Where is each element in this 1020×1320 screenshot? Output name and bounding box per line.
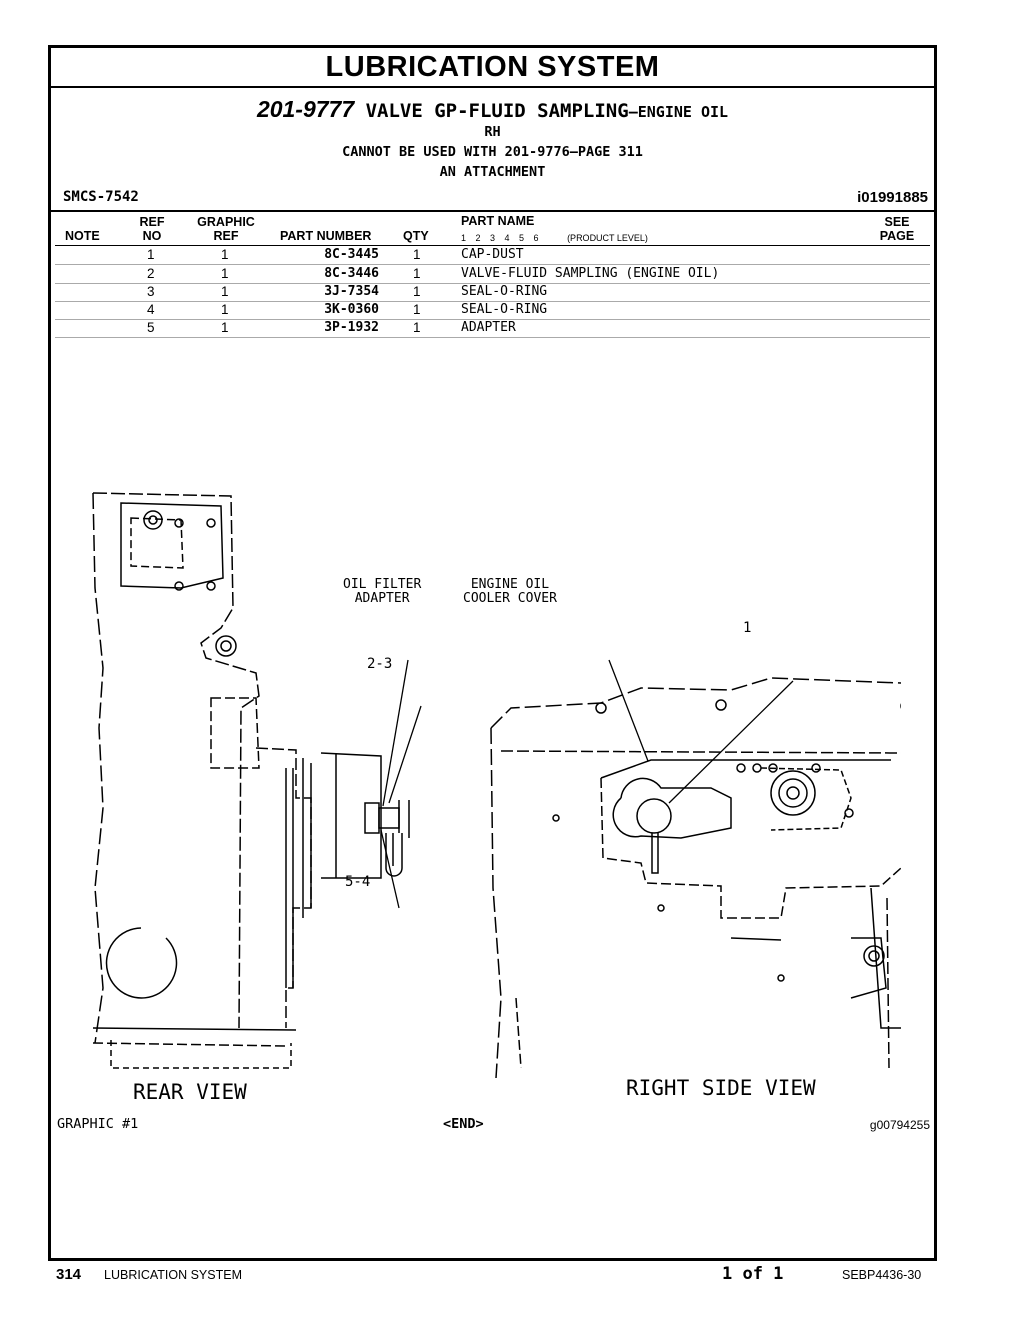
row-ref: 4	[147, 302, 155, 317]
row-qty: 1	[413, 266, 421, 281]
row-qty: 1	[413, 247, 421, 262]
footer-document-id: SEBP4436-30	[842, 1268, 922, 1282]
row-part-name: ADAPTER	[461, 320, 516, 335]
product-level-label: (PRODUCT LEVEL)	[567, 233, 648, 243]
callout-1: 1	[743, 620, 752, 636]
attachment-label: AN ATTACHMENT	[439, 164, 546, 180]
table-row: 1 1 8C-3445 1 CAP-DUST	[55, 246, 930, 265]
leader-23	[388, 705, 422, 804]
row-qty: 1	[413, 320, 421, 335]
row-part-number: 8C-3446	[324, 266, 379, 281]
label-cooler-line1: ENGINE OIL	[470, 577, 550, 592]
col-see-page: SEE PAGE	[877, 215, 917, 243]
footer-page-number: 314	[56, 1266, 82, 1283]
leader-cooler	[608, 659, 649, 762]
row-graphic: 1	[221, 302, 229, 317]
row-part-number: 3K-0360	[324, 302, 379, 317]
page-frame: LUBRICATION SYSTEM 201-9777 VALVE GP-FLU…	[48, 45, 937, 1261]
row-ref: 3	[147, 284, 155, 299]
table-row: 2 1 8C-3446 1 VALVE-FLUID SAMPLING (ENGI…	[55, 265, 930, 284]
footer-page-of: 1 of 1	[722, 1264, 784, 1284]
table-header-rule	[55, 245, 930, 246]
row-graphic: 1	[221, 320, 229, 335]
callout-2-3: 2-3	[367, 656, 393, 672]
rear-view-drawing	[92, 492, 410, 1069]
col-note: NOTE	[65, 229, 100, 243]
leader-oil-filter	[382, 659, 409, 807]
graphic-id: g00794255	[869, 1118, 930, 1132]
callout-5-4: 5-4	[345, 874, 371, 890]
table-row: 5 1 3P-1932 1 ADAPTER	[55, 319, 930, 338]
product-levels: 1 2 3 4 5 6 (PRODUCT LEVEL)	[461, 233, 648, 243]
title-rule	[51, 86, 934, 88]
col-graphic-bottom: REF	[213, 229, 239, 243]
row-graphic: 1	[221, 247, 229, 262]
right-side-view-label: RIGHT SIDE VIEW	[626, 1076, 816, 1100]
group-suffix: —ENGINE OIL	[628, 103, 729, 121]
row-part-number: 3P-1932	[324, 320, 379, 335]
row-part-name: CAP-DUST	[461, 247, 524, 262]
col-graphic: GRAPHIC REF	[191, 215, 261, 243]
label-oil-filter-adapter: OIL FILTER ADAPTER	[343, 578, 421, 606]
level-numbers: 1 2 3 4 5 6	[461, 233, 539, 243]
col-ref-bottom: NO	[142, 229, 162, 243]
col-see-top: SEE	[884, 215, 910, 229]
col-ref: REF NO	[137, 215, 167, 243]
row-qty: 1	[413, 284, 421, 299]
col-part-name: PART NAME	[461, 214, 535, 228]
col-see-bottom: PAGE	[879, 229, 915, 243]
header-rule	[51, 210, 934, 212]
row-part-number: 3J-7354	[324, 284, 379, 299]
row-graphic: 1	[221, 284, 229, 299]
group-name: VALVE GP-FLUID SAMPLING	[365, 100, 629, 122]
page-title: LUBRICATION SYSTEM	[325, 51, 660, 83]
end-marker: <END>	[443, 1116, 484, 1132]
row-qty: 1	[413, 302, 421, 317]
leader-1	[668, 680, 794, 804]
label-oil-filter-line1: OIL FILTER	[343, 577, 422, 592]
smcs-code: SMCS-7542	[63, 189, 139, 205]
row-part-name: SEAL-O-RING	[461, 284, 548, 299]
graphic-label: GRAPHIC #1	[57, 1116, 139, 1132]
col-ref-top: REF	[139, 215, 165, 229]
footer-section: LUBRICATION SYSTEM	[104, 1268, 242, 1282]
label-cooler-line2: COOLER COVER	[463, 591, 557, 606]
group-part-number: 201-9777	[256, 96, 355, 122]
leader-54	[380, 829, 400, 909]
parts-illustration	[92, 492, 901, 1079]
label-engine-oil-cooler-cover: ENGINE OIL COOLER COVER	[463, 578, 557, 606]
row-part-number: 8C-3445	[324, 247, 379, 262]
row-ref: 1	[147, 247, 155, 262]
row-ref: 5	[147, 320, 155, 335]
table-row: 4 1 3K-0360 1 SEAL-O-RING	[55, 301, 930, 320]
side-label: RH	[484, 124, 501, 140]
group-title: 201-9777 VALVE GP-FLUID SAMPLING—ENGINE …	[51, 96, 934, 123]
col-graphic-top: GRAPHIC	[197, 215, 255, 229]
right-side-view-drawing	[490, 677, 901, 1079]
row-ref: 2	[147, 266, 155, 281]
row-graphic: 1	[221, 266, 229, 281]
illustration-id: i01991885	[857, 189, 928, 206]
row-part-name: VALVE-FLUID SAMPLING (ENGINE OIL)	[461, 266, 720, 281]
row-part-name: SEAL-O-RING	[461, 302, 548, 317]
usage-note: CANNOT BE USED WITH 201-9776—PAGE 311	[342, 144, 643, 160]
rear-view-label: REAR VIEW	[133, 1080, 247, 1104]
col-part-number: PART NUMBER	[280, 229, 372, 243]
label-oil-filter-line2: ADAPTER	[354, 591, 410, 606]
col-qty: QTY	[403, 229, 429, 243]
table-row: 3 1 3J-7354 1 SEAL-O-RING	[55, 283, 930, 302]
